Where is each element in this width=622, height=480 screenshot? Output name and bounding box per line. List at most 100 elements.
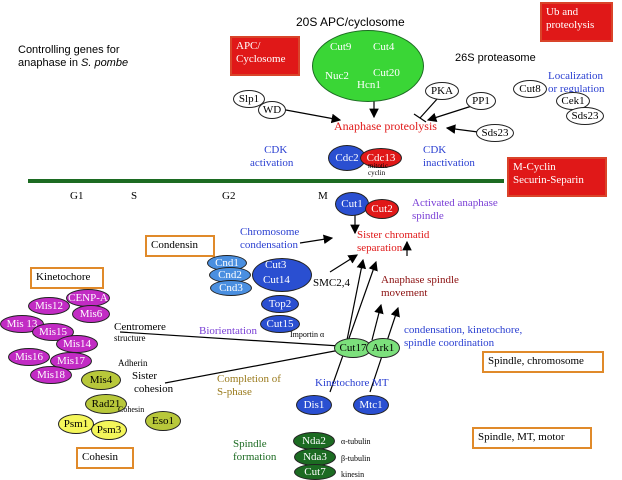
cut1-oval: Cut1: [335, 192, 369, 216]
condensation-kinetochore-line-2: spindle coordination: [404, 336, 495, 349]
mt-to-separation-arrow: [329, 260, 378, 393]
cdk-activation-line-1: CDK: [264, 144, 288, 156]
apc-header: 20S APC/cyclosome: [296, 15, 405, 29]
cek1-oval: Cek1: [556, 92, 590, 110]
condensation-line: condensation: [240, 238, 299, 251]
s-phase-line: S-phase: [217, 385, 252, 398]
eso1-oval: Eso1: [145, 411, 181, 431]
mitotic-cyclin-label: mitotic cyclin: [368, 163, 388, 177]
cut3-cut14-oval: [252, 258, 312, 292]
centromere-line: Centromere: [114, 321, 166, 333]
mis12-oval: Mis12: [28, 297, 70, 315]
pka-inhibit-bar: [413, 113, 427, 123]
ub-proteolysis-box: Ub and proteolysis: [540, 2, 613, 42]
cdk-inactivation-label: CDK inactivation: [423, 144, 475, 169]
pp1-to-proteolysis-arrow: [426, 104, 476, 123]
cut7-oval: Cut7: [294, 464, 336, 480]
mis17-oval: Mis17: [50, 352, 92, 370]
mis6-oval: Mis6: [72, 305, 110, 323]
cut20-label: Cut20: [373, 67, 400, 79]
anaphase-proteolysis-label: Anaphase proteolysis: [334, 119, 437, 133]
apc-cyclosome-box: APC/ Cyclosome: [230, 36, 300, 76]
sds23-oval: Sds23: [476, 124, 514, 142]
localization-text: Localization or regulation: [548, 70, 605, 95]
dis1-oval: Dis1: [296, 395, 332, 415]
sister-cohesion-line-1: Sister: [132, 370, 158, 382]
cdk-activation-label: CDK activation: [250, 144, 293, 169]
cohesin-box: Cohesin: [76, 447, 134, 469]
mcyclin-box: M-Cyclin Securin-Separin: [507, 157, 607, 197]
title-line-1: Controlling genes for: [18, 44, 120, 56]
cohesin-small-label: Cohesin: [118, 405, 145, 414]
cut15-oval: Cut15: [260, 315, 300, 333]
condensation-kinetochore-line-1: condensation, kinetochore,: [404, 324, 523, 336]
nda3-oval: Nda3: [294, 448, 336, 466]
biorientation-label: Biorientation: [199, 325, 258, 337]
importin-label: Importin α: [290, 330, 325, 339]
title-line-2: anaphase in S. pombe: [18, 56, 129, 69]
cdc2-oval: Cdc2: [328, 145, 366, 171]
sister-cohesion-label: Sister cohesion: [132, 370, 173, 395]
ub-line-2: proteolysis: [546, 19, 595, 32]
cut8-oval: Cut8: [513, 80, 547, 98]
top2-oval: Top2: [261, 295, 299, 313]
apc-line-2: Cyclosome: [236, 53, 286, 66]
cnd3-oval: Cnd3: [210, 280, 252, 296]
phase-m: M: [318, 190, 328, 202]
kinetochore-box: Kinetochore: [30, 267, 104, 289]
cdk-activation-line-2: activation: [250, 156, 294, 169]
cut17-to-separation-arrow: [346, 258, 367, 341]
formation-line: formation: [233, 450, 277, 463]
phase-g1: G1: [70, 190, 84, 202]
sds23-to-proteolysis-arrow: [445, 124, 479, 134]
cut14-label: Cut14: [263, 274, 290, 286]
diagram-title: Controlling genes for anaphase in S. pom…: [18, 44, 128, 69]
mtc1-oval: Mtc1: [353, 395, 389, 415]
apc-complex: [312, 30, 424, 102]
adherin-label: Adherin: [118, 358, 148, 368]
cdk-inactivation-line-2: inactivation: [423, 156, 475, 169]
ub-line-1: Ub and: [546, 6, 579, 18]
slp1-oval: Slp1: [233, 90, 265, 108]
sister-line: Sister chromatid: [357, 229, 430, 241]
mis16-oval: Mis16: [8, 348, 50, 366]
cut2-oval: Cut2: [365, 199, 399, 219]
localization-line-1: Localization: [548, 70, 603, 82]
centromere-structure-label: Centromere structure: [114, 321, 166, 343]
sister-cohesion-line-2: cohesion: [134, 382, 174, 395]
phase-s: S: [131, 190, 138, 202]
mitotic-line: mitotic: [368, 162, 388, 170]
activated-line-1: Activated anaphase: [412, 197, 498, 209]
pp1-oval: PP1: [466, 92, 496, 110]
smc-label: SMC2,4: [313, 277, 350, 289]
rad21-oval: Rad21: [85, 394, 127, 414]
cut9-label: Cut9: [330, 41, 352, 53]
nuc2-label: Nuc2: [325, 70, 349, 82]
activated-anaphase-label: Activated anaphase spindle: [412, 197, 498, 222]
sds23b-oval: Sds23: [566, 107, 604, 125]
separation-line: separation: [357, 241, 403, 254]
cohesion-to-cut17-line: [164, 349, 341, 384]
condensin-to-separation-arrow: [329, 254, 359, 273]
pka-inhibit-line: [419, 97, 439, 119]
activated-line-2: spindle: [412, 209, 444, 222]
cenp-a-oval: CENP-A: [66, 289, 110, 307]
beta-tubulin-label: β-tubulin: [341, 454, 371, 463]
condensation-kinetochore-label: condensation, kinetochore, spindle coord…: [404, 324, 522, 349]
mis18-oval: Mis18: [30, 366, 72, 384]
title-species: S. pombe: [81, 56, 129, 69]
completion-line: Completion of: [217, 373, 281, 385]
proteasome-header: 26S proteasome: [455, 52, 536, 64]
alpha-tubulin-label: α-tubulin: [341, 437, 371, 446]
psm1-oval: Psm1: [58, 414, 94, 434]
anaphase-spindle-line: Anaphase spindle: [381, 274, 459, 286]
apc-line-1: APC/: [236, 40, 261, 52]
mis14-oval: Mis14: [56, 335, 98, 353]
spindle-mt-motor-box: Spindle, MT, motor: [472, 427, 592, 449]
mis4-oval: Mis4: [81, 370, 121, 390]
structure-line: structure: [114, 332, 146, 343]
cdk-inactivation-line-1: CDK: [423, 144, 447, 156]
kinesin-label: kinesin: [341, 470, 365, 479]
localization-line-2: or regulation: [548, 82, 605, 95]
